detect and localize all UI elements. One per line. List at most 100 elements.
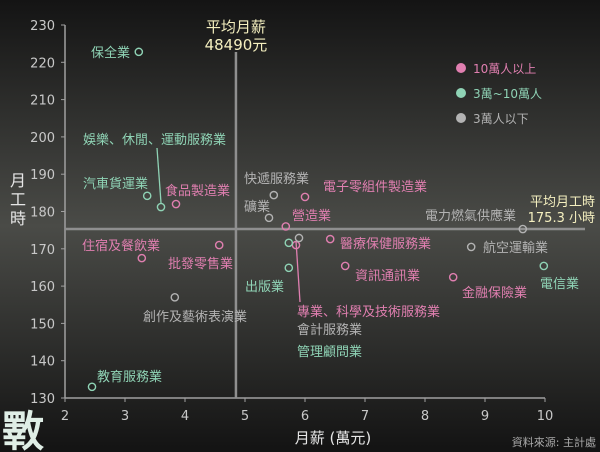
data-point-group: 住宿及餐飲業	[82, 238, 160, 263]
leader-line	[295, 241, 301, 303]
data-label: 教育服務業	[97, 369, 162, 385]
data-label: 食品製造業	[165, 183, 230, 199]
data-point-group: 電信業	[539, 261, 579, 292]
y-tick-label: 190	[30, 168, 55, 183]
y-tick-label: 220	[30, 56, 55, 71]
avg-hours-label: 平均月工時	[530, 195, 595, 210]
data-point-group: 資訊通訊業	[340, 261, 420, 284]
data-point	[142, 191, 152, 201]
x-tick-label: 5	[241, 409, 249, 424]
legend-item: 3萬~10萬人	[456, 87, 542, 101]
data-point	[170, 292, 180, 302]
data-point	[214, 240, 224, 250]
data-label: 住宿及餐飲業	[82, 238, 160, 254]
data-point	[87, 382, 97, 392]
legend: 10萬人以上 3萬~10萬人 3萬人以下	[456, 62, 542, 126]
y-axis-label-char: 工	[10, 190, 26, 209]
data-point	[281, 222, 291, 231]
data-point-group: 專業、科學及技術服務業	[291, 240, 440, 320]
y-tick-label: 130	[30, 392, 55, 407]
data-point-group: 會計服務業	[294, 233, 362, 338]
x-tick-label: 10	[537, 409, 554, 424]
data-point-group: 批發零售業	[168, 240, 233, 272]
data-point	[466, 242, 476, 252]
x-axis-label: 月薪 (萬元)	[295, 429, 371, 447]
data-point-group: 金融保險業	[448, 272, 527, 301]
data-point	[284, 263, 294, 273]
data-label: 金融保險業	[462, 285, 527, 301]
data-point	[134, 47, 144, 57]
legend-item: 10萬人以上	[456, 62, 536, 76]
data-label: 批發零售業	[168, 256, 233, 272]
leader-line	[156, 147, 162, 204]
data-point-group: 食品製造業	[165, 183, 230, 209]
data-point-group: 營造業	[281, 208, 331, 231]
avg-hours-value: 175.3 小時	[528, 211, 595, 226]
data-label: 創作及藝術表演業	[143, 309, 247, 325]
x-tick-label: 3	[121, 409, 129, 424]
data-label: 保全業	[91, 45, 130, 61]
y-axis-label: 月 工 時	[10, 171, 26, 228]
legend-label: 3萬~10萬人	[473, 87, 542, 101]
x-tick-label: 8	[421, 409, 429, 424]
data-point-group: 電子零組件製造業	[300, 179, 427, 202]
data-label: 會計服務業	[297, 322, 362, 338]
data-point	[137, 253, 147, 263]
x-tick-label: 4	[181, 409, 189, 424]
avg-salary-value: 48490元	[205, 36, 268, 54]
data-point	[539, 261, 549, 271]
data-point	[269, 190, 279, 200]
legend-label: 10萬人以上	[473, 62, 536, 76]
data-point	[340, 261, 350, 271]
data-point	[448, 272, 458, 282]
data-label: 汽車貨運業	[83, 176, 148, 192]
data-label: 營造業	[292, 208, 331, 224]
data-point	[518, 224, 528, 234]
data-point-group: 汽車貨運業	[83, 176, 152, 201]
data-point-group: 創作及藝術表演業	[143, 292, 247, 325]
legend-marker	[456, 88, 466, 98]
data-label: 電信業	[540, 276, 579, 292]
data-point-group: 航空運輸業	[466, 240, 548, 256]
data-point-group: 電力燃氣供應業	[425, 208, 528, 234]
data-label: 航空運輸業	[483, 240, 548, 256]
x-tick-label: 7	[361, 409, 369, 424]
data-label: 醫療保健服務業	[340, 236, 431, 252]
data-point-group: 醫療保健服務業	[325, 234, 431, 252]
y-tick-label: 200	[30, 131, 55, 146]
data-point	[294, 233, 304, 243]
data-label: 出版業	[245, 279, 284, 295]
data-point-group: 教育服務業	[87, 369, 162, 392]
y-tick-label: 150	[30, 317, 55, 332]
legend-marker	[456, 113, 466, 123]
x-tick-label: 2	[61, 409, 69, 424]
y-tick-label: 140	[30, 355, 55, 370]
data-label: 快遞服務業	[244, 171, 309, 187]
data-point	[264, 213, 274, 223]
y-tick-label: 210	[30, 94, 55, 109]
y-tick-label: 160	[30, 280, 55, 295]
data-point-group: 娛樂、休閒、運動服務業	[83, 132, 226, 212]
y-axis-label-char: 時	[10, 209, 26, 228]
y-tick-label: 170	[30, 243, 55, 258]
data-point	[171, 199, 181, 209]
logo: 斁	[2, 407, 44, 452]
legend-item: 3萬人以下	[456, 112, 529, 126]
source-note: 資料來源: 主計處	[512, 435, 596, 449]
data-point-group: 礦業	[244, 199, 274, 223]
data-point	[156, 202, 166, 212]
data-point	[325, 234, 335, 244]
y-axis-label-char: 月	[10, 171, 26, 190]
data-label: 礦業	[244, 199, 270, 215]
data-label: 娛樂、休閒、運動服務業	[83, 132, 226, 148]
data-point	[300, 192, 310, 202]
data-point	[284, 238, 294, 248]
data-point-group: 出版業	[245, 263, 294, 295]
data-point-group: 管理顧問業	[284, 238, 362, 360]
legend-label: 3萬人以下	[473, 112, 529, 126]
